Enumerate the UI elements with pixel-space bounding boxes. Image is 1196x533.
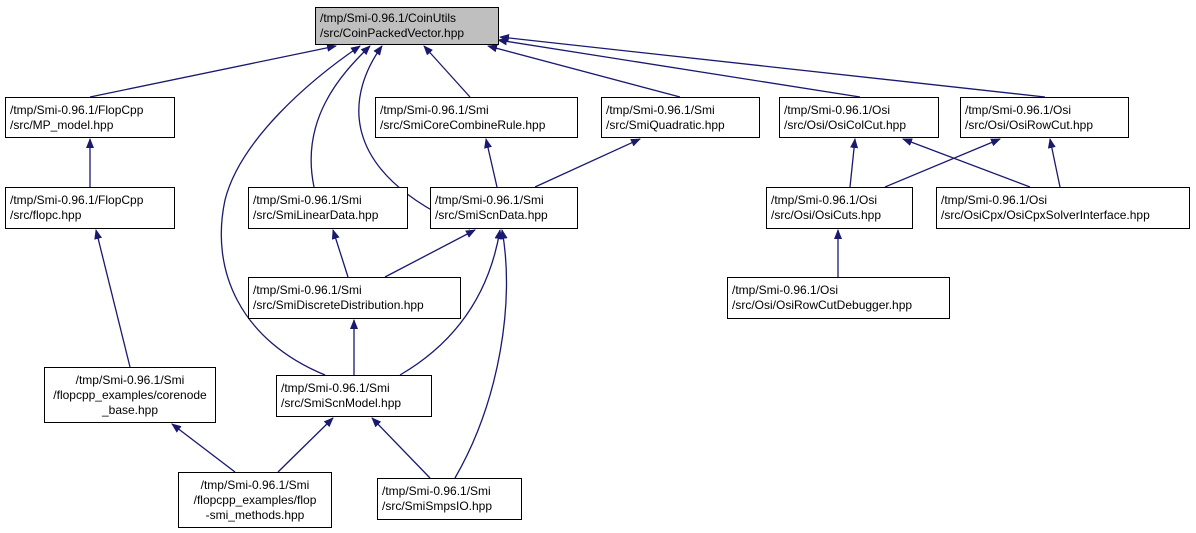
node-osi-col-cut[interactable]: /tmp/Smi-0.96.1/Osi/src/Osi/OsiColCut.hp… — [779, 97, 939, 138]
edge-smps-io-to-scn-data — [454, 229, 508, 479]
edge-osi-cuts-to-col-cut — [849, 138, 859, 188]
edge-mp-model-to-root — [89, 43, 337, 98]
node-corenode-base[interactable]: /tmp/Smi-0.96.1/Smi/flopcpp_examples/cor… — [44, 367, 216, 423]
node-smi-smps-io[interactable]: /tmp/Smi-0.96.1/Smi/src/SmiSmpsIO.hpp — [377, 478, 522, 520]
node-smi-methods[interactable]: /tmp/Smi-0.96.1/Smi/flopcpp_examples/flo… — [178, 472, 332, 528]
node-flopc[interactable]: /tmp/Smi-0.96.1/FlopCpp/src/flopc.hpp — [5, 187, 175, 229]
node-mp-model[interactable]: /tmp/Smi-0.96.1/FlopCpp/src/MP_model.hpp — [5, 97, 175, 138]
edge-scn-data-to-root — [358, 45, 471, 230]
node-osi-cuts[interactable]: /tmp/Smi-0.96.1/Osi/src/Osi/OsiCuts.hpp — [766, 187, 913, 229]
node-smi-scn-data[interactable]: /tmp/Smi-0.96.1/Smi/src/SmiScnData.hpp — [430, 187, 578, 229]
edge-corenode-to-flopc — [94, 229, 131, 368]
edge-scn-data-to-core-combine — [484, 138, 498, 188]
edge-quadratic-to-root — [487, 44, 681, 98]
edge-discrete-to-linear-data — [331, 229, 349, 278]
edge-scn-model-to-root — [220, 45, 361, 376]
node-osi-row-cut-debugger[interactable]: /tmp/Smi-0.96.1/Osi/src/Osi/OsiRowCutDeb… — [727, 277, 950, 319]
node-smi-discrete-distribution[interactable]: /tmp/Smi-0.96.1/Smi/src/SmiDiscreteDistr… — [248, 277, 461, 319]
node-coin-packed-vector: /tmp/Smi-0.96.1/CoinUtils/src/CoinPacked… — [315, 7, 499, 45]
edge-discrete-to-scn-data — [384, 229, 476, 278]
edge-linear-data-to-root — [310, 45, 371, 188]
edge-row-cut-to-root — [499, 34, 1046, 98]
edge-smps-io-to-scn-model — [371, 417, 431, 479]
node-smi-linear-data[interactable]: /tmp/Smi-0.96.1/Smi/src/SmiLinearData.hp… — [248, 187, 408, 229]
node-smi-quadratic[interactable]: /tmp/Smi-0.96.1/Smi/src/SmiQuadratic.hpp — [601, 97, 760, 138]
edge-osi-cuts-to-row-cut — [884, 138, 1001, 188]
edge-core-combine-to-root — [423, 45, 471, 98]
edge-scn-model-to-scn-data — [399, 229, 503, 376]
edge-col-cut-to-root — [497, 37, 861, 98]
edge-methods-to-corenode — [171, 423, 236, 473]
edge-scn-data-to-quadratic — [534, 138, 641, 188]
edge-cpx-to-col-cut — [902, 138, 1031, 188]
node-smi-core-combine-rule[interactable]: /tmp/Smi-0.96.1/Smi/src/SmiCoreCombineRu… — [375, 97, 578, 138]
node-osi-row-cut[interactable]: /tmp/Smi-0.96.1/Osi/src/Osi/OsiRowCut.hp… — [960, 97, 1129, 138]
edge-cpx-to-row-cut — [1047, 138, 1061, 188]
node-osi-cpx-solver-interface[interactable]: /tmp/Smi-0.96.1/Osi/src/OsiCpx/OsiCpxSol… — [936, 187, 1190, 229]
node-smi-scn-model[interactable]: /tmp/Smi-0.96.1/Smi/src/SmiScnModel.hpp — [276, 375, 432, 417]
edge-methods-to-scn-model — [277, 417, 334, 473]
